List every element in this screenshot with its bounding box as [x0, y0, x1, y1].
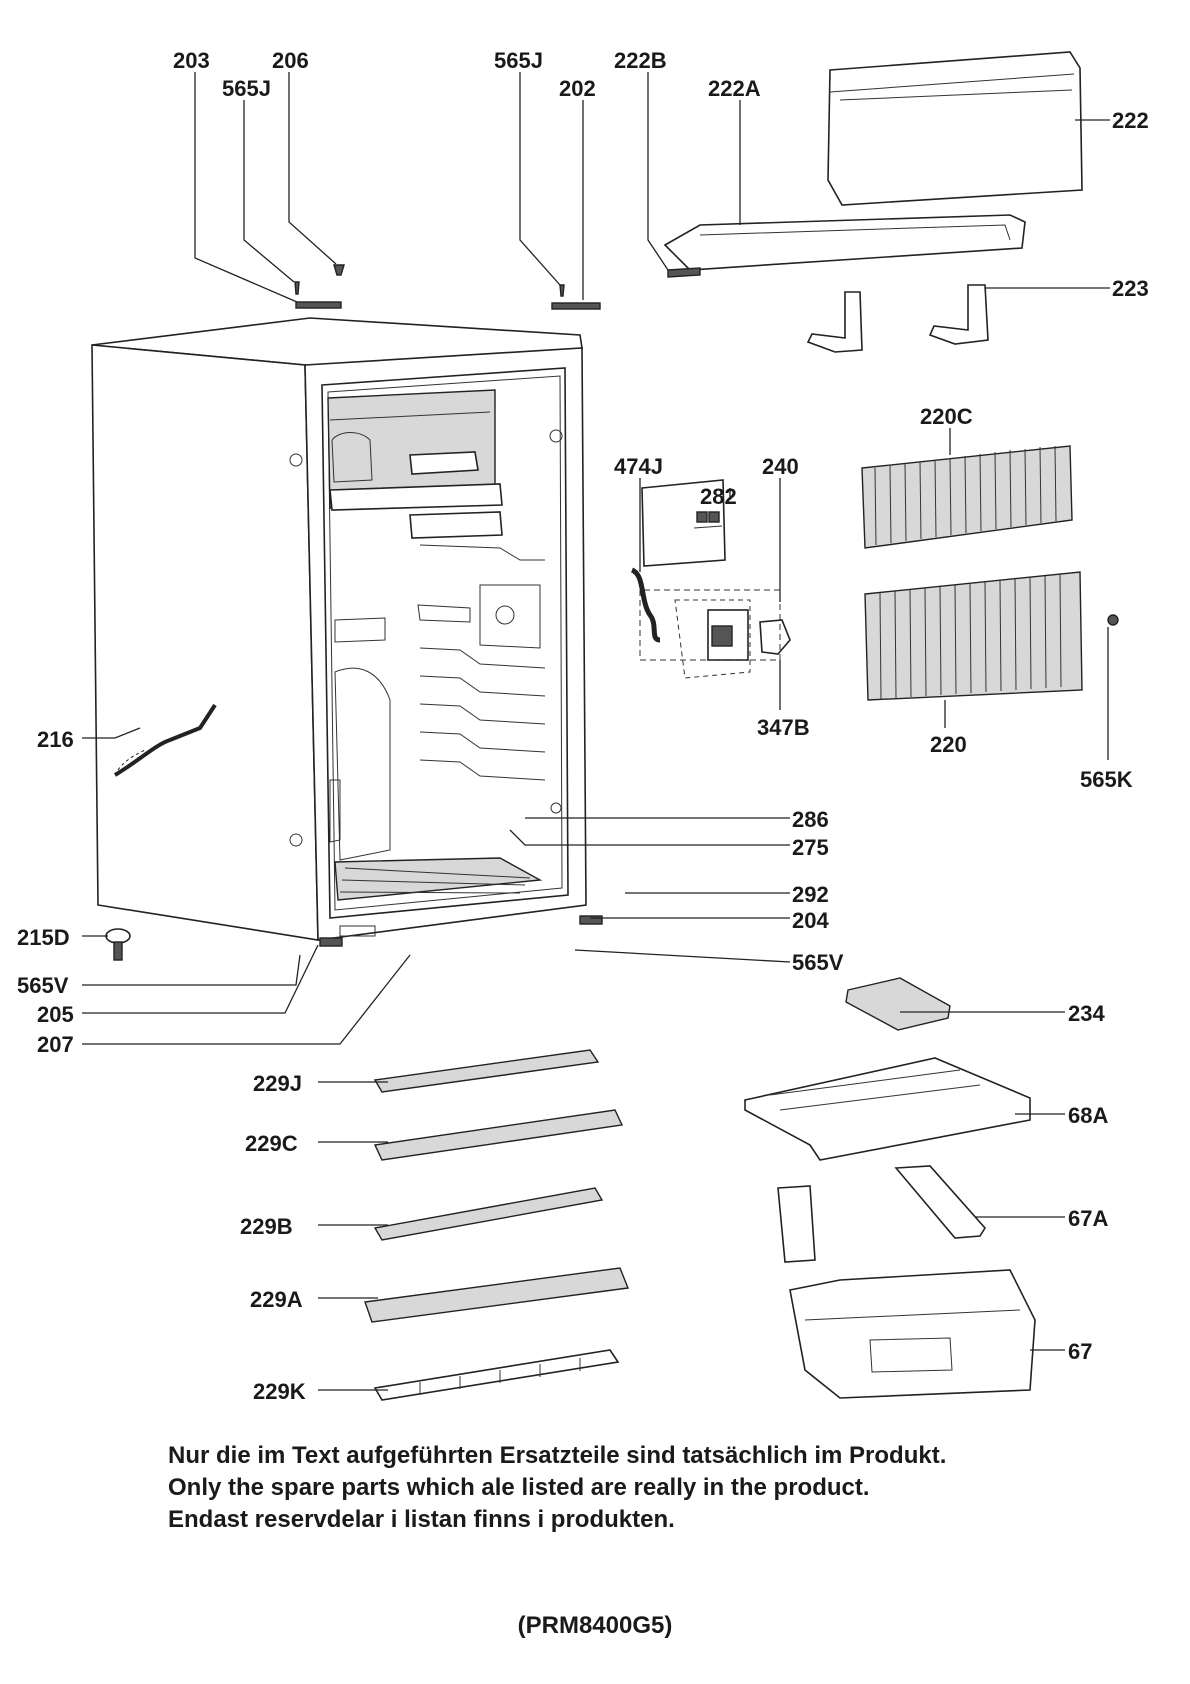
adjustable-foot [105, 928, 131, 961]
door-frame-tray [663, 214, 1026, 278]
label-220C: 220C [920, 404, 973, 429]
label-204: 204 [792, 908, 829, 933]
label-565K: 565K [1080, 767, 1133, 792]
label-565J-right: 565J [494, 48, 543, 73]
label-222: 222 [1112, 108, 1149, 133]
label-282: 282 [700, 484, 737, 509]
note-line-english: Only the spare parts which ale listed ar… [168, 1474, 870, 1501]
note-line-german: Nur die im Text aufgeführten Ersatzteile… [168, 1442, 947, 1469]
label-229K: 229K [253, 1379, 306, 1404]
label-474J: 474J [614, 454, 663, 479]
spare-parts-note: Nur die im Text aufgeführten Ersatzteile… [168, 1440, 1128, 1536]
label-207: 207 [37, 1032, 74, 1057]
label-292: 292 [792, 882, 829, 907]
label-67: 67 [1068, 1339, 1092, 1364]
label-223: 223 [1112, 276, 1149, 301]
label-565J-left: 565J [222, 76, 271, 101]
label-565V-left: 565V [17, 973, 69, 998]
evaporator-cover [744, 1057, 1031, 1161]
ice-cube-tray [845, 977, 951, 1031]
wire-shelves [364, 1049, 629, 1401]
label-347B: 347B [757, 715, 810, 740]
label-565V-right: 565V [792, 950, 844, 975]
label-67A: 67A [1068, 1206, 1108, 1231]
vent-grille-lower [864, 571, 1119, 701]
label-216: 216 [37, 727, 74, 752]
label-68A: 68A [1068, 1103, 1108, 1128]
note-line-swedish: Endast reservdelar i listan finns i prod… [168, 1506, 675, 1533]
label-220: 220 [930, 732, 967, 757]
door-top-panel [827, 51, 1083, 206]
label-286: 286 [792, 807, 829, 832]
door-bins-small [777, 1165, 986, 1263]
label-206: 206 [272, 48, 309, 73]
crisper-bin [789, 1269, 1036, 1399]
label-240: 240 [762, 454, 799, 479]
fridge-cabinet [91, 264, 603, 947]
label-275: 275 [792, 835, 829, 860]
label-229B: 229B [240, 1214, 293, 1239]
vent-grille-upper [861, 445, 1073, 549]
label-229J: 229J [253, 1071, 302, 1096]
label-229C: 229C [245, 1131, 298, 1156]
part-number-labels: 203 206 565J 565J 222B 202 222A 222 223 … [17, 48, 1149, 1404]
control-unit [630, 479, 791, 679]
label-205: 205 [37, 1002, 74, 1027]
door-hinges [806, 284, 989, 353]
leader-lines [82, 72, 1110, 1391]
label-234: 234 [1068, 1001, 1105, 1026]
label-222A: 222A [708, 76, 761, 101]
model-number: (PRM8400G5) [517, 1612, 673, 1639]
label-222B: 222B [614, 48, 667, 73]
label-215D: 215D [17, 925, 70, 950]
label-203: 203 [173, 48, 210, 73]
label-229A: 229A [250, 1287, 303, 1312]
thermostat-probe [113, 703, 217, 777]
label-202: 202 [559, 76, 596, 101]
